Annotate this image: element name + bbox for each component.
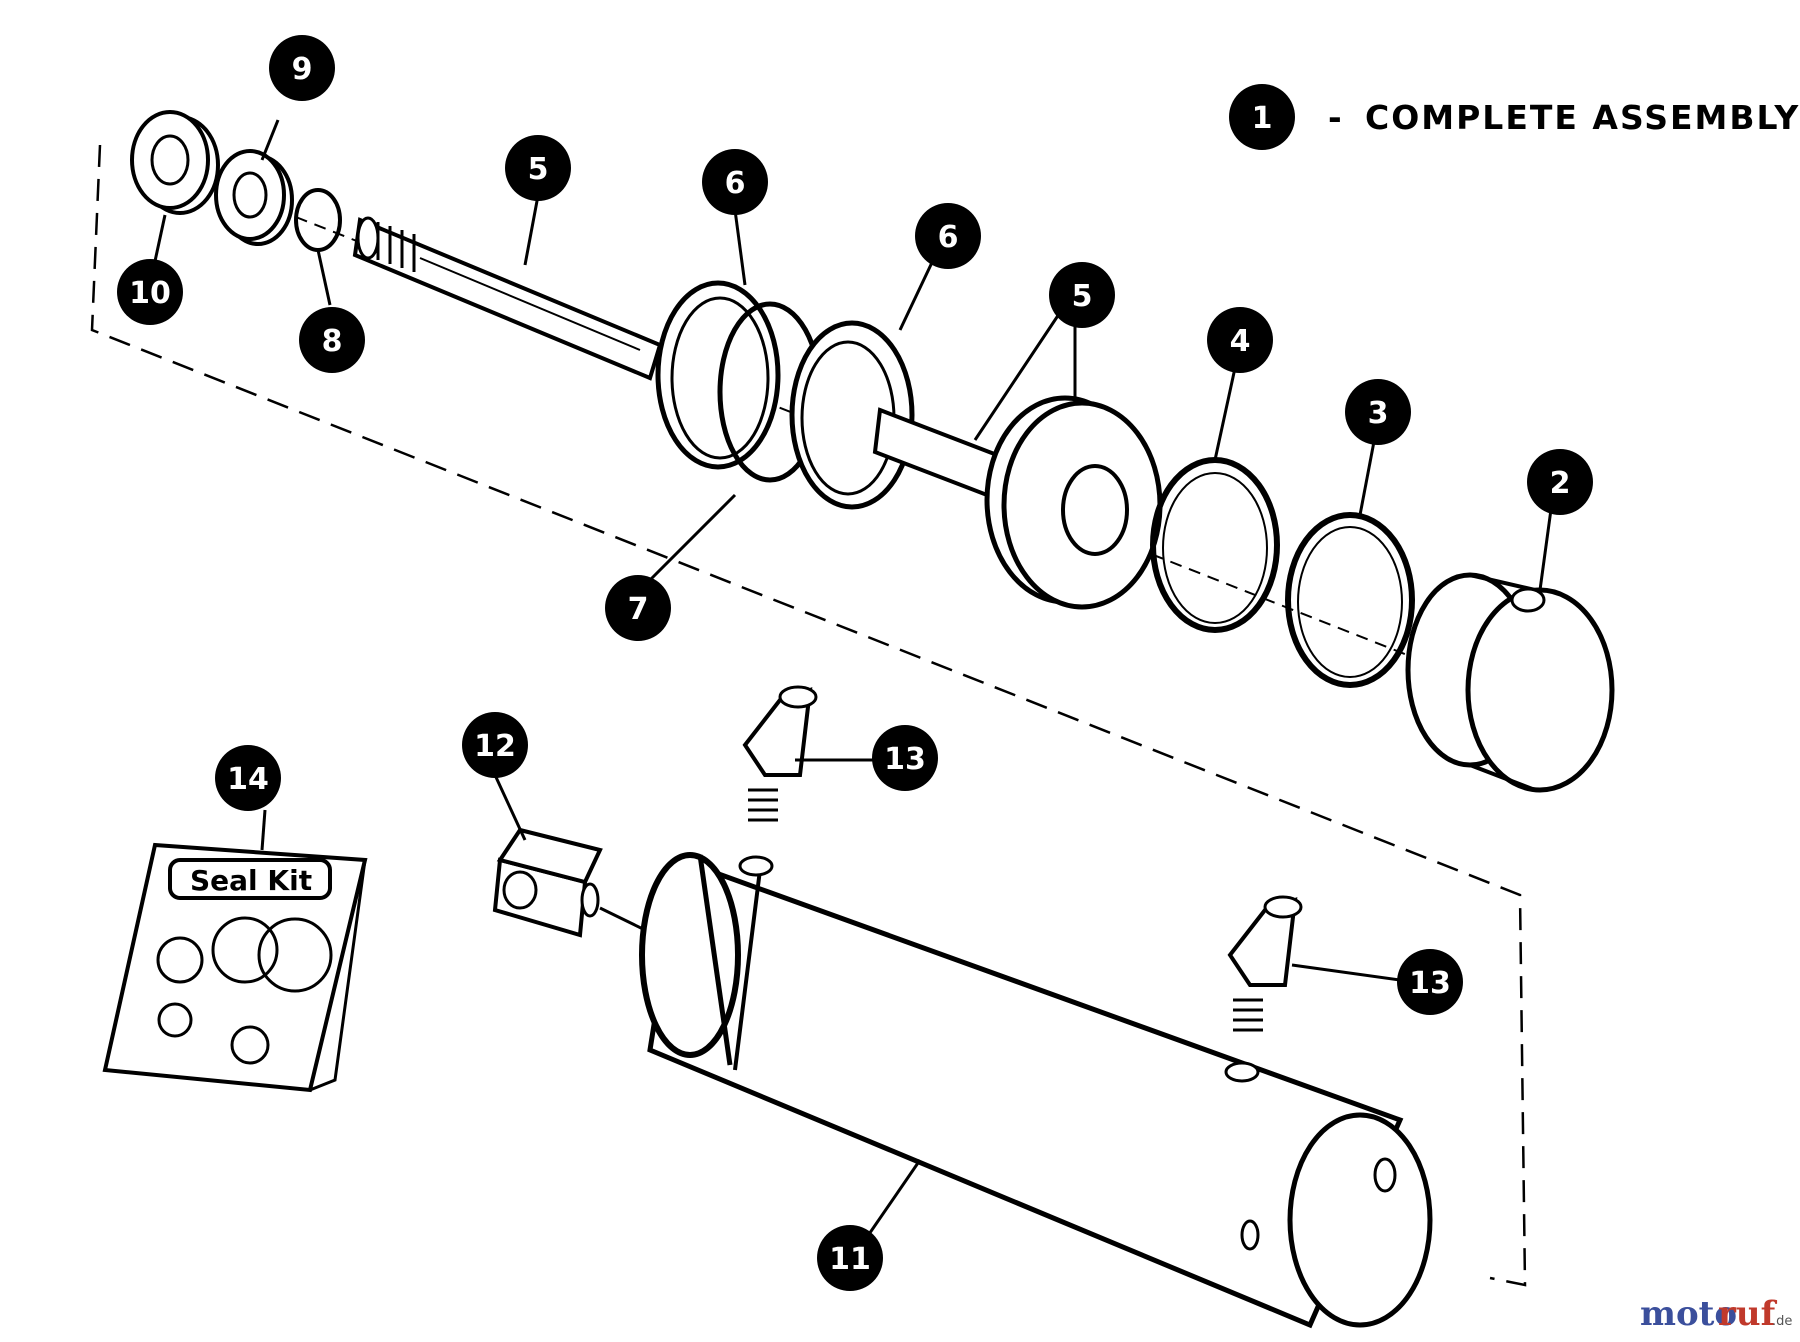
legend-text: COMPLETE ASSEMBLY xyxy=(1365,98,1800,137)
svg-text:10: 10 xyxy=(129,276,171,311)
callout-5a: 5 xyxy=(505,135,571,201)
callout-13b: 13 xyxy=(1397,949,1463,1015)
part-elbow-fitting-13b xyxy=(1227,895,1303,1032)
callout-8: 8 xyxy=(299,307,365,373)
callout-9: 9 xyxy=(269,35,335,101)
svg-text:14: 14 xyxy=(227,762,269,797)
svg-text:moto: moto xyxy=(1640,1294,1737,1334)
callout-6a: 6 xyxy=(702,149,768,215)
legend-dash: - xyxy=(1328,98,1344,137)
callout-2: 2 xyxy=(1527,449,1593,515)
callout-7: 7 xyxy=(605,575,671,641)
legend-number: 1 xyxy=(1252,101,1273,136)
svg-text:.de: .de xyxy=(1772,1314,1792,1329)
part-end-cap-2 xyxy=(1405,572,1615,793)
part-seal-ring-4 xyxy=(1150,457,1280,633)
part-seal-kit-14: Seal Kit xyxy=(102,842,368,1093)
part-barrel-11 xyxy=(639,852,1433,1329)
dashed-assembly-outline xyxy=(90,144,1527,1287)
svg-text:6: 6 xyxy=(938,220,959,255)
legend-complete-assembly: 1 - COMPLETE ASSEMBLY xyxy=(1229,84,1800,150)
svg-text:ruf: ruf xyxy=(1718,1294,1778,1334)
callout-5b: 5 xyxy=(1049,262,1115,328)
callout-10: 10 xyxy=(117,259,183,325)
callout-4: 4 xyxy=(1207,307,1273,373)
svg-text:13: 13 xyxy=(884,742,926,777)
callout-3: 3 xyxy=(1345,379,1411,445)
part-seal-9 xyxy=(214,149,294,246)
svg-text:6: 6 xyxy=(725,166,746,201)
part-gland-6a xyxy=(655,280,781,470)
svg-text:8: 8 xyxy=(322,324,343,359)
seal-kit-label: Seal Kit xyxy=(190,864,312,897)
svg-text:7: 7 xyxy=(628,592,649,627)
callout-11: 11 xyxy=(817,1225,883,1291)
svg-text:4: 4 xyxy=(1230,324,1251,359)
callout-12: 12 xyxy=(462,712,528,778)
part-bushing-10 xyxy=(130,110,220,215)
svg-text:9: 9 xyxy=(292,52,313,87)
part-piston-5 xyxy=(984,395,1163,610)
part-clevis-12 xyxy=(492,827,646,938)
callout-13a: 13 xyxy=(872,725,938,791)
svg-text:3: 3 xyxy=(1368,396,1389,431)
part-rod-5 xyxy=(352,216,663,381)
svg-text:5: 5 xyxy=(1072,279,1093,314)
part-seal-ring-3 xyxy=(1285,512,1415,688)
part-elbow-fitting-13a xyxy=(742,685,818,822)
svg-text:11: 11 xyxy=(829,1242,871,1277)
callout-14: 14 xyxy=(215,745,281,811)
callout-6b: 6 xyxy=(915,203,981,269)
svg-text:13: 13 xyxy=(1409,966,1451,1001)
svg-text:2: 2 xyxy=(1550,466,1571,501)
svg-text:12: 12 xyxy=(474,729,516,764)
svg-text:5: 5 xyxy=(528,152,549,187)
watermark-logo: moto ruf .de xyxy=(1640,1294,1792,1334)
